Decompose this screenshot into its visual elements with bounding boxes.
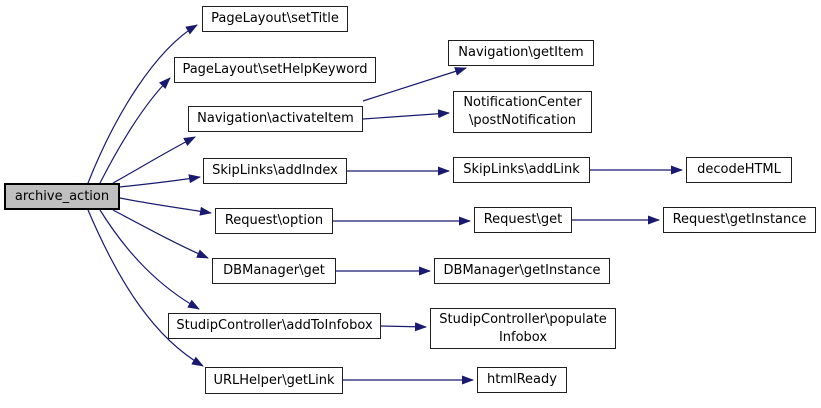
edge-archive-action-to-urlhelper-getlink (87, 209, 204, 367)
edge-archive-action-to-studipcontroller-addtoinfobox (99, 209, 200, 310)
node-label-line: htmlReady (487, 372, 557, 388)
graph-node-request-getinstance[interactable]: Request\getInstance (663, 207, 816, 233)
graph-node-urlhelper-getlink[interactable]: URLHelper\getLink (205, 367, 343, 394)
graph-node-navigation-activateitem[interactable]: Navigation\activateItem (188, 106, 363, 132)
node-label-line: Infobox (498, 329, 548, 345)
graph-node-pagelayout-settitle[interactable]: PageLayout\setTitle (202, 6, 348, 32)
edge-archive-action-to-skiplinks-addindex (119, 174, 201, 188)
graph-node-archive-action: archive_action (4, 183, 120, 210)
graph-node-studipcontroller-addtoinfobox[interactable]: StudipController\addToInfobox (168, 313, 381, 339)
edge-archive-action-to-navigation-activateitem (112, 136, 196, 184)
graph-node-dbmanager-get[interactable]: DBManager\get (212, 258, 336, 284)
node-label-line: PageLayout\setHelpKeyword (182, 62, 368, 78)
node-label-line: Navigation\getItem (458, 45, 584, 61)
graph-node-skiplinks-addindex[interactable]: SkipLinks\addIndex (203, 158, 347, 184)
graph-node-navigation-getitem[interactable]: Navigation\getItem (448, 40, 594, 66)
graph-node-request-option[interactable]: Request\option (215, 208, 333, 234)
node-label-line: Request\option (224, 213, 324, 229)
edge-archive-action-to-dbmanager-get (112, 209, 209, 259)
graph-node-notificationcenter-postnotification[interactable]: NotificationCenter \postNotification (453, 91, 592, 133)
node-label-line: PageLayout\setTitle (211, 11, 339, 27)
node-label-line: StudipController\addToInfobox (176, 318, 373, 334)
node-label-line: Request\get (483, 212, 563, 228)
edge-archive-action-to-pagelayout-sethelpkeyword (99, 77, 171, 184)
node-label-line: Request\getInstance (672, 212, 807, 228)
node-label-line: Navigation\activateItem (197, 111, 354, 127)
edge-navigation-activateitem-to-notificationcenter-postnotification (362, 109, 450, 120)
graph-node-dbmanager-getinstance[interactable]: DBManager\getInstance (434, 258, 610, 284)
node-label-line: archive_action (14, 188, 110, 204)
graph-node-htmlready[interactable]: htmlReady (477, 367, 567, 393)
edge-archive-action-to-pagelayout-settitle (87, 24, 198, 184)
node-label-line: StudipController\populate (439, 311, 607, 327)
edge-archive-action-to-request-option (119, 197, 212, 216)
node-label-line: decodeHTML (697, 162, 781, 178)
node-label-line: DBManager\getInstance (443, 263, 601, 279)
edge-studipcontroller-addtoinfobox-to-studipcontroller-populateinfobox (380, 322, 427, 332)
graph-node-decodehtml[interactable]: decodeHTML (686, 157, 792, 183)
node-label-line: SkipLinks\addIndex (212, 163, 338, 179)
edge-navigation-activateitem-to-navigation-getitem (362, 67, 467, 102)
node-label-line: URLHelper\getLink (213, 372, 335, 388)
node-label-line: DBManager\get (223, 263, 325, 279)
node-label-line: NotificationCenter (463, 95, 582, 111)
graph-node-request-get[interactable]: Request\get (474, 207, 572, 233)
node-label-line: SkipLinks\addLink (463, 162, 580, 178)
graph-node-pagelayout-sethelpkeyword[interactable]: PageLayout\setHelpKeyword (174, 57, 376, 83)
node-label-line: \postNotification (468, 113, 577, 128)
graph-node-skiplinks-addlink[interactable]: SkipLinks\addLink (453, 157, 590, 183)
